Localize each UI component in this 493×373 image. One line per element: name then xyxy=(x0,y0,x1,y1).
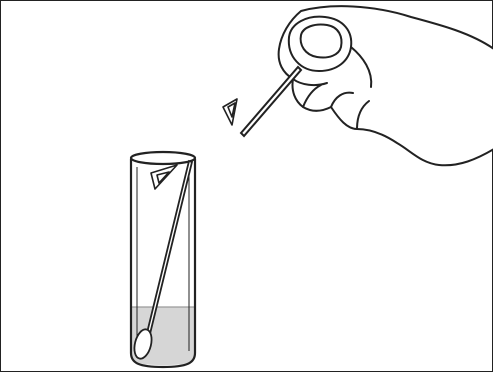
finger-line-2 xyxy=(302,84,322,108)
swab-in-tube xyxy=(133,159,194,360)
swab-tip xyxy=(133,328,153,360)
break-point-marker xyxy=(222,98,238,126)
hand-holding-swab xyxy=(277,5,493,167)
finger-line-3 xyxy=(330,91,354,108)
thumbnail xyxy=(299,23,343,59)
tube-arrow-small xyxy=(156,171,170,184)
break-arrow-small xyxy=(227,102,236,118)
swab-stick xyxy=(239,65,303,138)
swab-stick-shaft xyxy=(239,65,303,138)
tube-rim xyxy=(129,150,197,166)
finger-line-4 xyxy=(356,100,370,130)
tube-break-marker xyxy=(150,164,178,190)
knuckle-line xyxy=(350,46,373,88)
tube-body xyxy=(129,159,197,369)
finger-line-1 xyxy=(292,78,328,87)
